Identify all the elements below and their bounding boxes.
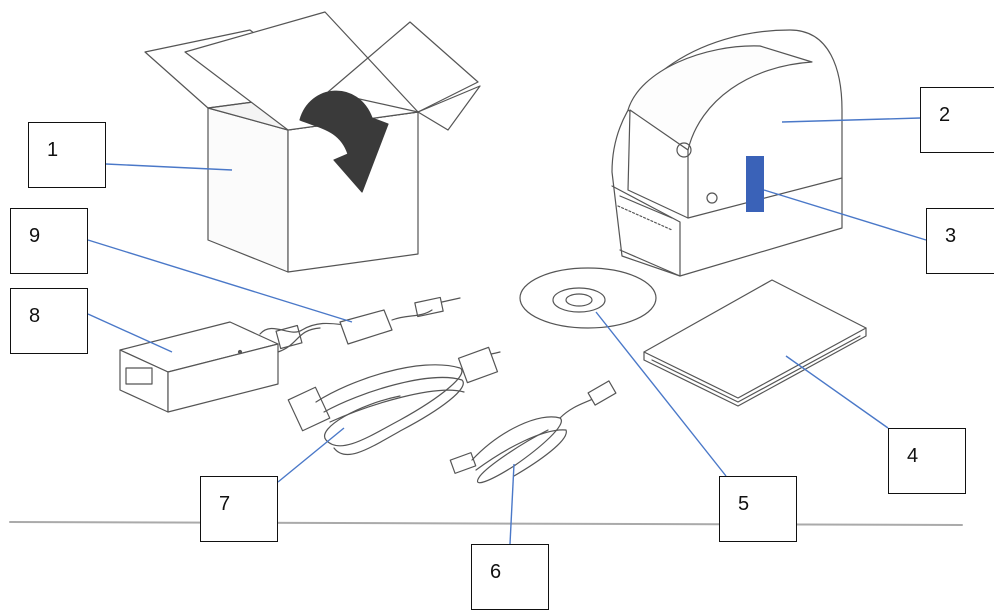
- dc-cable-drawing: [259, 296, 461, 350]
- callout-8: 8: [10, 288, 88, 354]
- callout-label: 6: [490, 561, 502, 583]
- callout-1: 1: [28, 122, 106, 188]
- callout-label: 7: [219, 493, 231, 515]
- callout-label: 4: [907, 445, 919, 467]
- usb-cable-drawing: [449, 380, 617, 484]
- leader-line-8: [87, 313, 173, 353]
- power-adapter-drawing: [119, 321, 321, 413]
- leader-line-2: [781, 117, 921, 123]
- cd-disc-drawing: [519, 267, 657, 329]
- callout-7: 7: [200, 476, 278, 542]
- leader-line-3: [763, 189, 927, 241]
- callout-2: 2: [920, 87, 994, 153]
- callout-3: 3: [926, 208, 994, 274]
- floor-line: [9, 521, 963, 526]
- callout-5: 5: [719, 476, 797, 542]
- down-arrow-icon: [299, 90, 389, 193]
- leader-line-5: [595, 311, 727, 477]
- leader-line-6: [509, 463, 515, 545]
- leader-line-9: [87, 239, 353, 323]
- callout-label: 2: [939, 104, 951, 126]
- leader-line-4: [785, 355, 889, 429]
- callout-label: 1: [47, 139, 59, 161]
- indicator-tab-icon: [746, 156, 764, 212]
- leader-line-7: [277, 427, 345, 483]
- leader-line-1: [105, 163, 233, 171]
- callout-6: 6: [471, 544, 549, 610]
- power-cord-drawing: [287, 346, 501, 456]
- callout-label: 9: [29, 225, 41, 247]
- callout-label: 8: [29, 305, 41, 327]
- callout-label: 3: [945, 225, 957, 247]
- callout-9: 9: [10, 208, 88, 274]
- shipping-box-drawing: [144, 11, 481, 273]
- label-printer-drawing: [611, 29, 843, 277]
- manual-booklet-drawing: [643, 279, 867, 407]
- callout-4: 4: [888, 428, 966, 494]
- callout-label: 5: [738, 493, 750, 515]
